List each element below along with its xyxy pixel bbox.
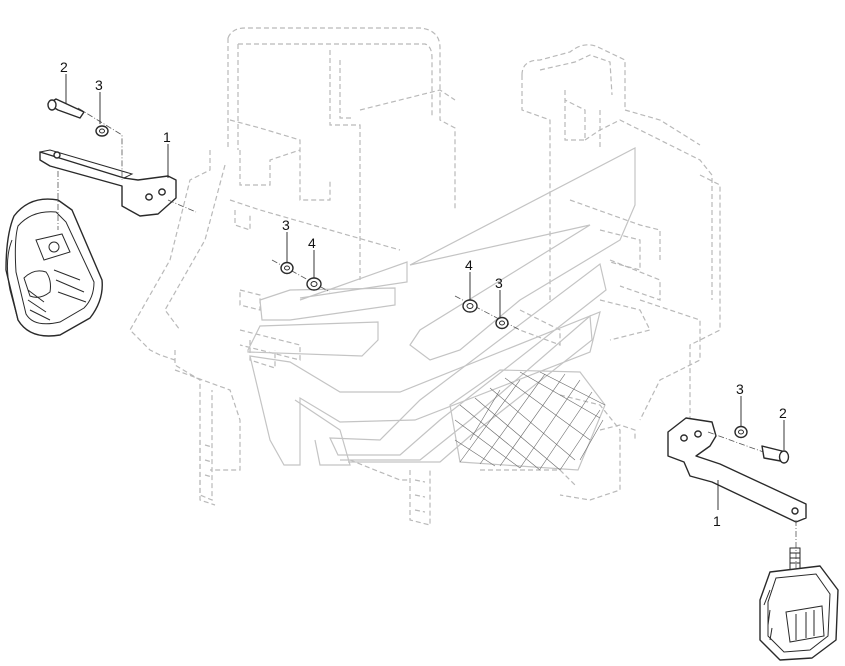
bolt-right xyxy=(761,445,790,464)
callout-part-3-bottom-right: 3 xyxy=(736,381,744,397)
leader-lines xyxy=(65,74,785,510)
washer-mid-right xyxy=(495,316,509,330)
callout-part-3-mid-left: 3 xyxy=(282,217,290,233)
washer-right xyxy=(734,425,748,439)
callout-part-1-bottom-right: 1 xyxy=(713,513,721,529)
callout-part-3-mid-right: 3 xyxy=(495,275,503,291)
washer-left xyxy=(95,125,109,137)
mid-axis-1 xyxy=(271,259,331,293)
nut-mid-left xyxy=(306,277,322,291)
bolt-left xyxy=(47,98,85,119)
callout-part-4-mid-left: 4 xyxy=(308,235,316,251)
work-lamp-right xyxy=(759,547,839,661)
callout-part-4-mid-right: 4 xyxy=(465,257,473,273)
callout-part-2-bottom-right: 2 xyxy=(779,405,787,421)
side-panel-left xyxy=(247,147,636,466)
ghost-frame xyxy=(129,27,721,526)
bolt-axis-left xyxy=(77,107,197,213)
callout-part-1-top-left: 1 xyxy=(163,129,171,145)
mesh-step xyxy=(449,369,606,471)
callout-part-2-top-left: 2 xyxy=(60,59,68,75)
work-lamp-left xyxy=(5,198,103,337)
bracket-right xyxy=(667,417,807,523)
nut-mid-right xyxy=(462,299,478,313)
callout-part-3-top-left: 3 xyxy=(95,77,103,93)
callouts: 2 3 1 3 4 4 3 3 2 1 xyxy=(60,59,787,529)
bracket-left xyxy=(39,149,177,217)
washer-mid-left xyxy=(280,261,294,275)
